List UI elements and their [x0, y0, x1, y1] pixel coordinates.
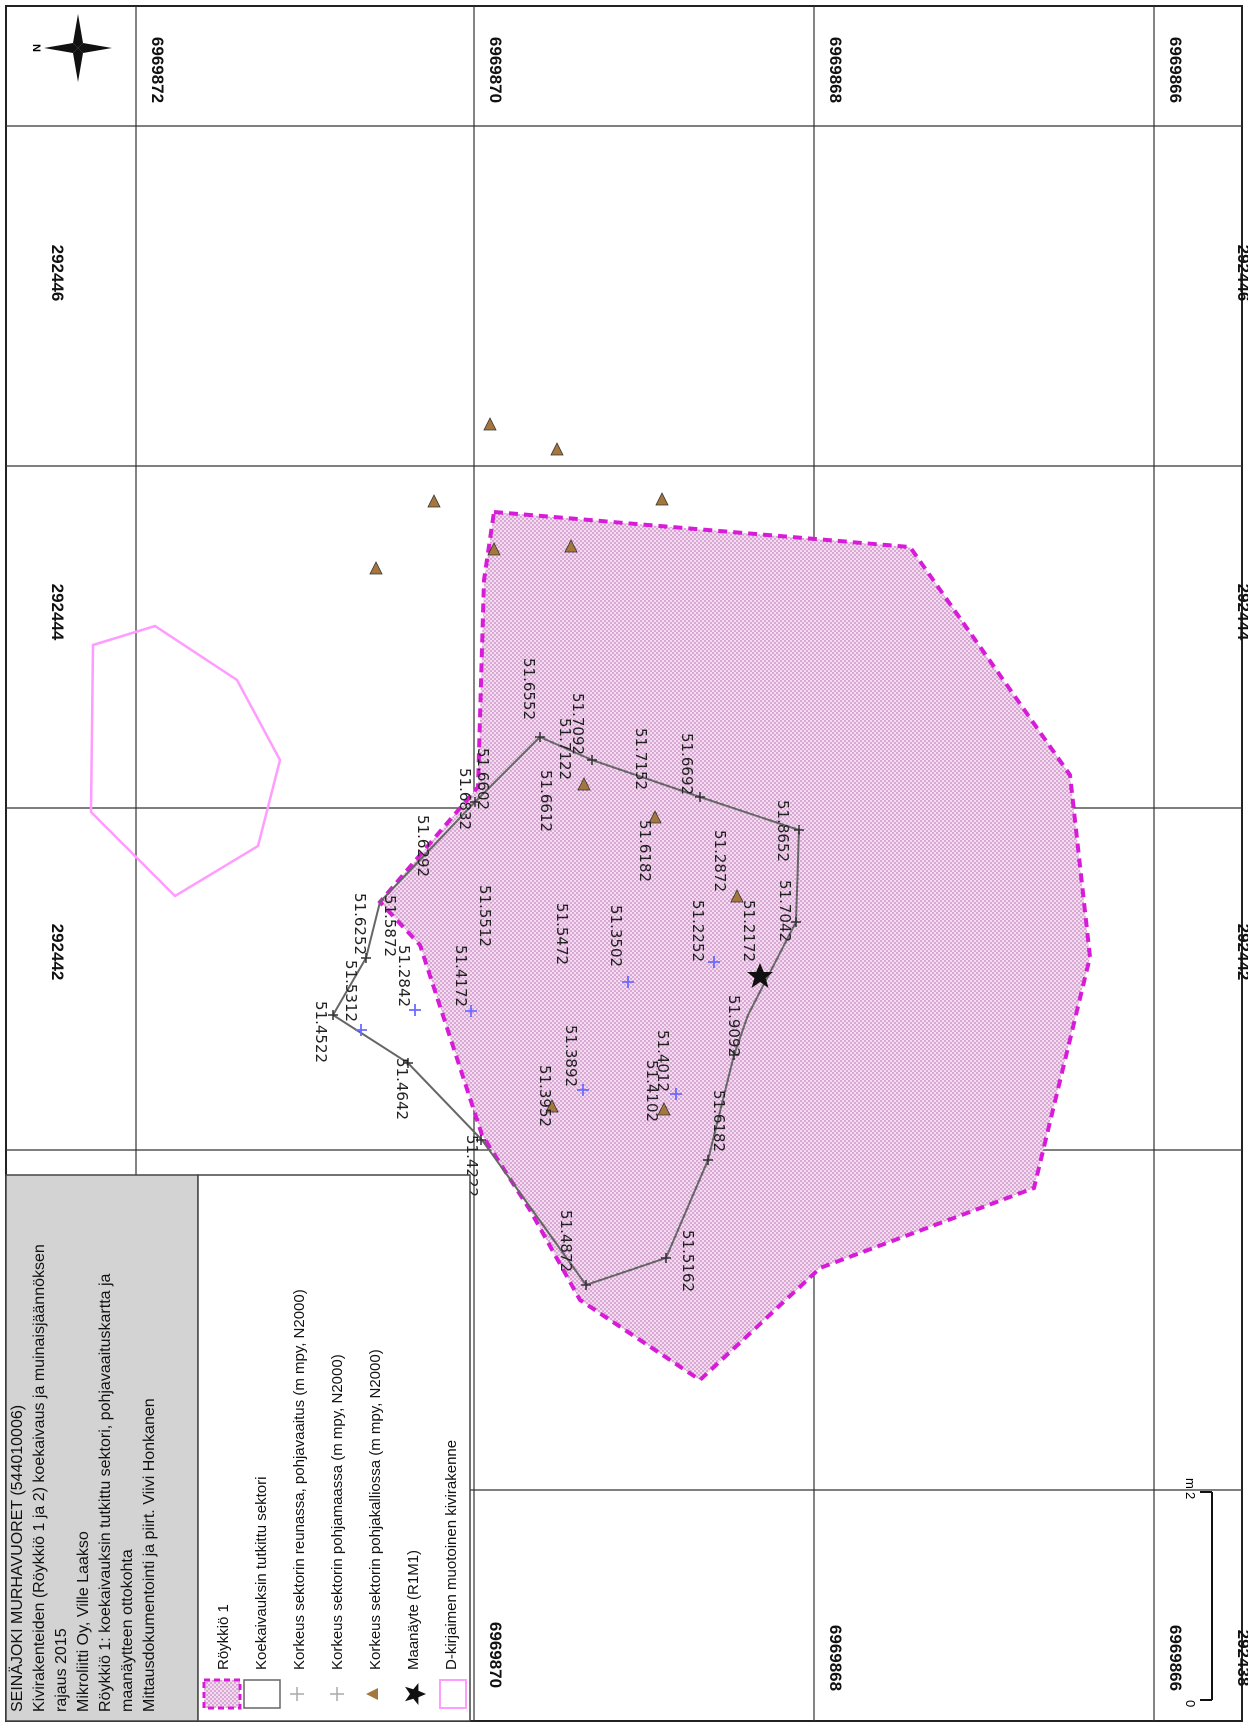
right-coordinate-labels: 6969866 6969868 292446 292444 292442 696…	[486, 37, 1248, 1688]
legend-sector-symbol	[243, 1679, 281, 1709]
coord-label: 292446	[1234, 245, 1248, 302]
height-label: 51.6292	[414, 815, 432, 877]
legend-triangle-icon	[366, 1688, 378, 1700]
height-label: 51.4522	[312, 1001, 330, 1063]
legend-roykkio-symbol	[202, 1678, 242, 1710]
height-label: 51.6252	[351, 893, 369, 955]
coord-label: 292444	[1234, 584, 1248, 641]
coord-label: 292444	[48, 584, 67, 641]
height-label: 51.4102	[643, 1060, 661, 1122]
legend-item-label: Maanäyte (R1M1)	[405, 1550, 422, 1670]
bottom-coordinate-labels: 292438 6969866 6969868	[826, 1625, 1248, 1691]
north-label: N	[30, 44, 42, 52]
legend-d-structure-symbol	[439, 1679, 467, 1709]
coord-label: 292438	[1234, 1630, 1248, 1687]
legend-items-box	[197, 1174, 471, 1722]
height-label: 51.7122	[556, 718, 574, 780]
legend-item-label: D-kirjaimen muotoinen kivirakenne	[443, 1440, 460, 1670]
height-label: 51.2872	[711, 830, 729, 892]
height-label: 51.4172	[452, 945, 470, 1007]
height-label: 51.7152	[632, 728, 650, 790]
scale-zero-label: 0	[1183, 1700, 1198, 1707]
legend-symbols	[202, 1678, 467, 1710]
height-label: 51.3502	[607, 905, 625, 967]
north-arrow-icon: N	[30, 14, 112, 82]
height-label: 51.6602	[474, 748, 492, 810]
legend-item-labels: Röykkiö 1 Koekaivauksin tutkittu sektori K…	[215, 1289, 460, 1670]
legend-title-line: Röykkiö 1: koekaivauksin tutkittu sektor…	[97, 1273, 114, 1712]
legend-edge-plus-icon	[290, 1687, 304, 1701]
coord-label: 6969872	[148, 37, 167, 103]
height-label: 51.3892	[562, 1025, 580, 1087]
legend-item-label: Koekaivauksin tutkittu sektori	[253, 1477, 270, 1670]
legend-item-label: Korkeus sektorin pohjakalliossa (m mpy, …	[367, 1349, 384, 1670]
legend-title-line: Kivirakenteiden (Röykkiö 1 ja 2) koekaiv…	[31, 1244, 48, 1712]
height-label: 51.2842	[395, 945, 413, 1007]
height-label: 51.5872	[381, 895, 399, 957]
height-label: 51.8652	[774, 800, 792, 862]
sector-vertex-marks	[328, 732, 804, 1290]
height-label: 51.6552	[520, 658, 538, 720]
legend: SEINÄJOKI MURHAVUORET (544010006) Kivirak…	[5, 1174, 471, 1722]
legend-title-line: Mikroliitti Oy, Ville Laakso	[75, 1531, 92, 1712]
coord-label: 6969870	[486, 1622, 505, 1688]
height-label: 51.5312	[342, 960, 360, 1022]
height-label: 51.5512	[476, 885, 494, 947]
d-structure-outline	[89, 624, 282, 898]
height-label: 51.6182	[710, 1090, 728, 1152]
height-label: 51.2172	[740, 900, 758, 962]
height-label: 51.5472	[553, 903, 571, 965]
legend-title-line: SEINÄJOKI MURHAVUORET (544010006)	[8, 1405, 26, 1712]
height-label: 51.7042	[776, 880, 794, 942]
height-label: 51.3952	[536, 1065, 554, 1127]
ground-height-marks	[355, 956, 720, 1100]
legend-item-label: Korkeus sektorin pohjamaassa (m mpy, N20…	[329, 1354, 346, 1670]
roykkio-1-polygon	[377, 509, 1093, 1383]
height-label: 51.6692	[678, 733, 696, 795]
legend-ground-plus-icon	[330, 1687, 344, 1701]
height-label: 51.4012	[654, 1030, 672, 1092]
scale-bar: 0 2 m	[1183, 1478, 1213, 1707]
coord-label: 292442	[1234, 924, 1248, 981]
height-label: 51.9092	[725, 995, 743, 1057]
legend-title-line: Mittausdokumentointi ja piirt. Viivi Hon…	[141, 1398, 158, 1712]
legend-item-label: Korkeus sektorin reunassa, pohjavaaitus …	[291, 1289, 308, 1670]
legend-title-box	[5, 1174, 199, 1722]
coord-label: 6969866	[1166, 37, 1185, 103]
height-label: 51.4872	[557, 1210, 575, 1272]
coord-label: 292442	[48, 924, 67, 981]
scale-two-label: 2	[1183, 1492, 1198, 1499]
soil-sample-star-icon	[747, 963, 773, 988]
height-label: 51.6182	[636, 820, 654, 882]
coord-label: 292446	[48, 245, 67, 302]
height-label: 51.7092	[569, 693, 587, 755]
bedrock-height-marks	[369, 417, 744, 1116]
legend-title-line: rajaus 2015	[53, 1628, 70, 1712]
height-label: 51.6832	[456, 768, 474, 830]
coord-label: 6969866	[1166, 1625, 1185, 1691]
height-labels: 51.6552 51.7092 51.6692 51.8652 51.7042 …	[312, 658, 794, 1292]
coord-label: 6969868	[826, 37, 845, 103]
height-label: 51.2252	[689, 900, 707, 962]
legend-title-line: maanäytteen ottokohta	[119, 1549, 136, 1712]
height-label: 51.4642	[393, 1058, 411, 1120]
coord-label: 6969870	[486, 37, 505, 103]
coord-label: 6969868	[826, 1625, 845, 1691]
legend-item-label: Röykkiö 1	[215, 1604, 232, 1670]
legend-star-icon	[405, 1683, 426, 1705]
height-label: 51.6612	[537, 770, 555, 832]
legend-title-lines: SEINÄJOKI MURHAVUORET (544010006) Kivirak…	[8, 1244, 158, 1712]
scale-unit-label: m	[1183, 1478, 1198, 1489]
height-label: 51.5162	[679, 1230, 697, 1292]
